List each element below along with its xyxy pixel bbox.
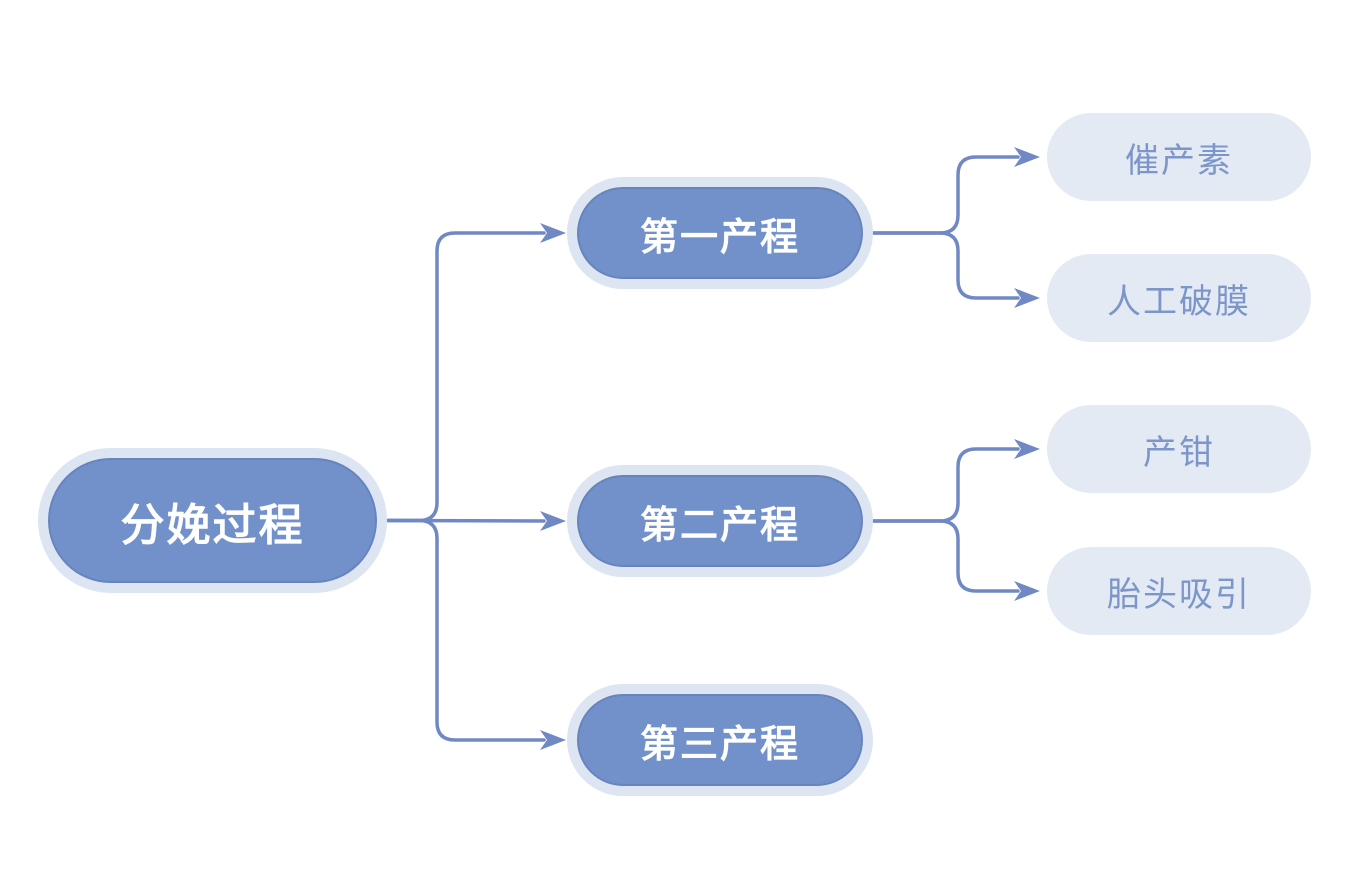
node-third-stage[interactable]: 第三产程 (567, 684, 873, 796)
node-vacuum-extraction[interactable]: 胎头吸引 (1047, 547, 1311, 635)
connector-root-to-first-stage (386, 231, 546, 523)
connector-second-stage-to-vacuum (871, 519, 1020, 593)
arrowhead-icon (1014, 581, 1040, 601)
arrowhead-icon (1014, 288, 1040, 308)
node-first-stage[interactable]: 第一产程 (567, 177, 873, 289)
connector-second-stage-to-forceps (871, 447, 1020, 523)
node-label: 第一产程 (639, 216, 800, 259)
node-label: 催产素 (1125, 141, 1233, 180)
connector-root-to-third-stage (386, 518, 546, 742)
node-label: 分娩过程 (120, 500, 305, 550)
node-label: 第二产程 (639, 504, 800, 547)
arrowhead-icon (1014, 147, 1040, 167)
node-label: 人工破膜 (1107, 282, 1251, 321)
node-root-delivery-process[interactable]: 分娩过程 (38, 448, 387, 593)
arrowhead-icon (1014, 439, 1040, 459)
node-artificial-rupture-of-membranes[interactable]: 人工破膜 (1047, 254, 1311, 342)
node-forceps[interactable]: 产钳 (1047, 405, 1311, 493)
arrowhead-icon (540, 730, 566, 750)
arrowhead-icon (540, 223, 566, 243)
node-label: 产钳 (1143, 433, 1215, 472)
connector-root-to-second-stage (386, 518, 546, 523)
connector-first-stage-to-amniotomy (871, 231, 1020, 300)
connector-first-stage-to-oxytocin (871, 155, 1020, 235)
node-oxytocin[interactable]: 催产素 (1047, 113, 1311, 201)
node-label: 第三产程 (639, 723, 800, 766)
arrowhead-icon (540, 511, 566, 531)
node-second-stage[interactable]: 第二产程 (567, 465, 873, 577)
node-label: 胎头吸引 (1107, 575, 1251, 614)
